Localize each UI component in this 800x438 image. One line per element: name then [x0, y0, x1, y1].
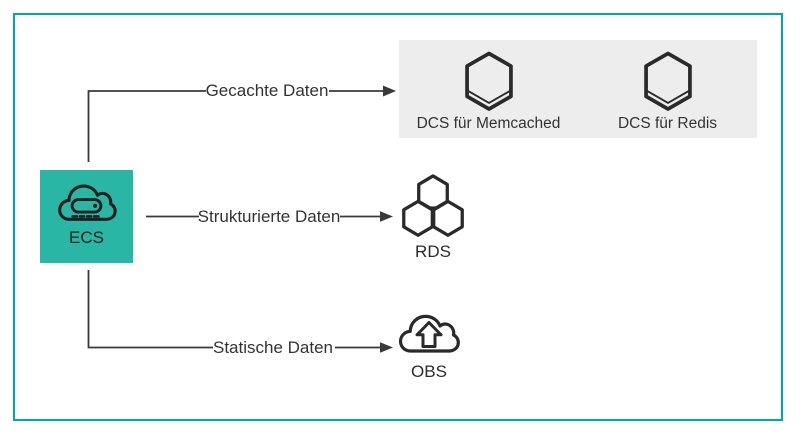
node-ecs-label: ECS [69, 228, 104, 247]
dcs-hexagon-icon [643, 51, 692, 111]
node-rds: RDS [401, 172, 465, 262]
diagram-border [13, 13, 783, 421]
node-dcs-redis: DCS für Redis [578, 40, 757, 138]
flow-label-cached: Gecachte Daten [205, 81, 329, 100]
obs-cloud-upload-icon [398, 314, 460, 353]
node-dcs-memcached-label: DCS für Memcached [416, 115, 561, 132]
node-dcs-redis-label: DCS für Redis [617, 115, 718, 132]
node-obs-label: OBS [411, 362, 447, 381]
rds-hexagon-cluster-icon [402, 174, 464, 237]
dcs-group-box: DCS für Memcached DCS für Redis [399, 40, 757, 138]
node-rds-label: RDS [415, 242, 451, 261]
flow-label-static: Statische Daten [212, 338, 334, 357]
node-dcs-memcached: DCS für Memcached [399, 40, 578, 138]
node-ecs: ECS [40, 170, 133, 263]
node-obs: OBS [397, 308, 461, 382]
flow-label-structured: Strukturierte Daten [197, 207, 341, 226]
dcs-hexagon-icon [464, 51, 513, 111]
ecs-cloud-server-icon [57, 184, 117, 221]
